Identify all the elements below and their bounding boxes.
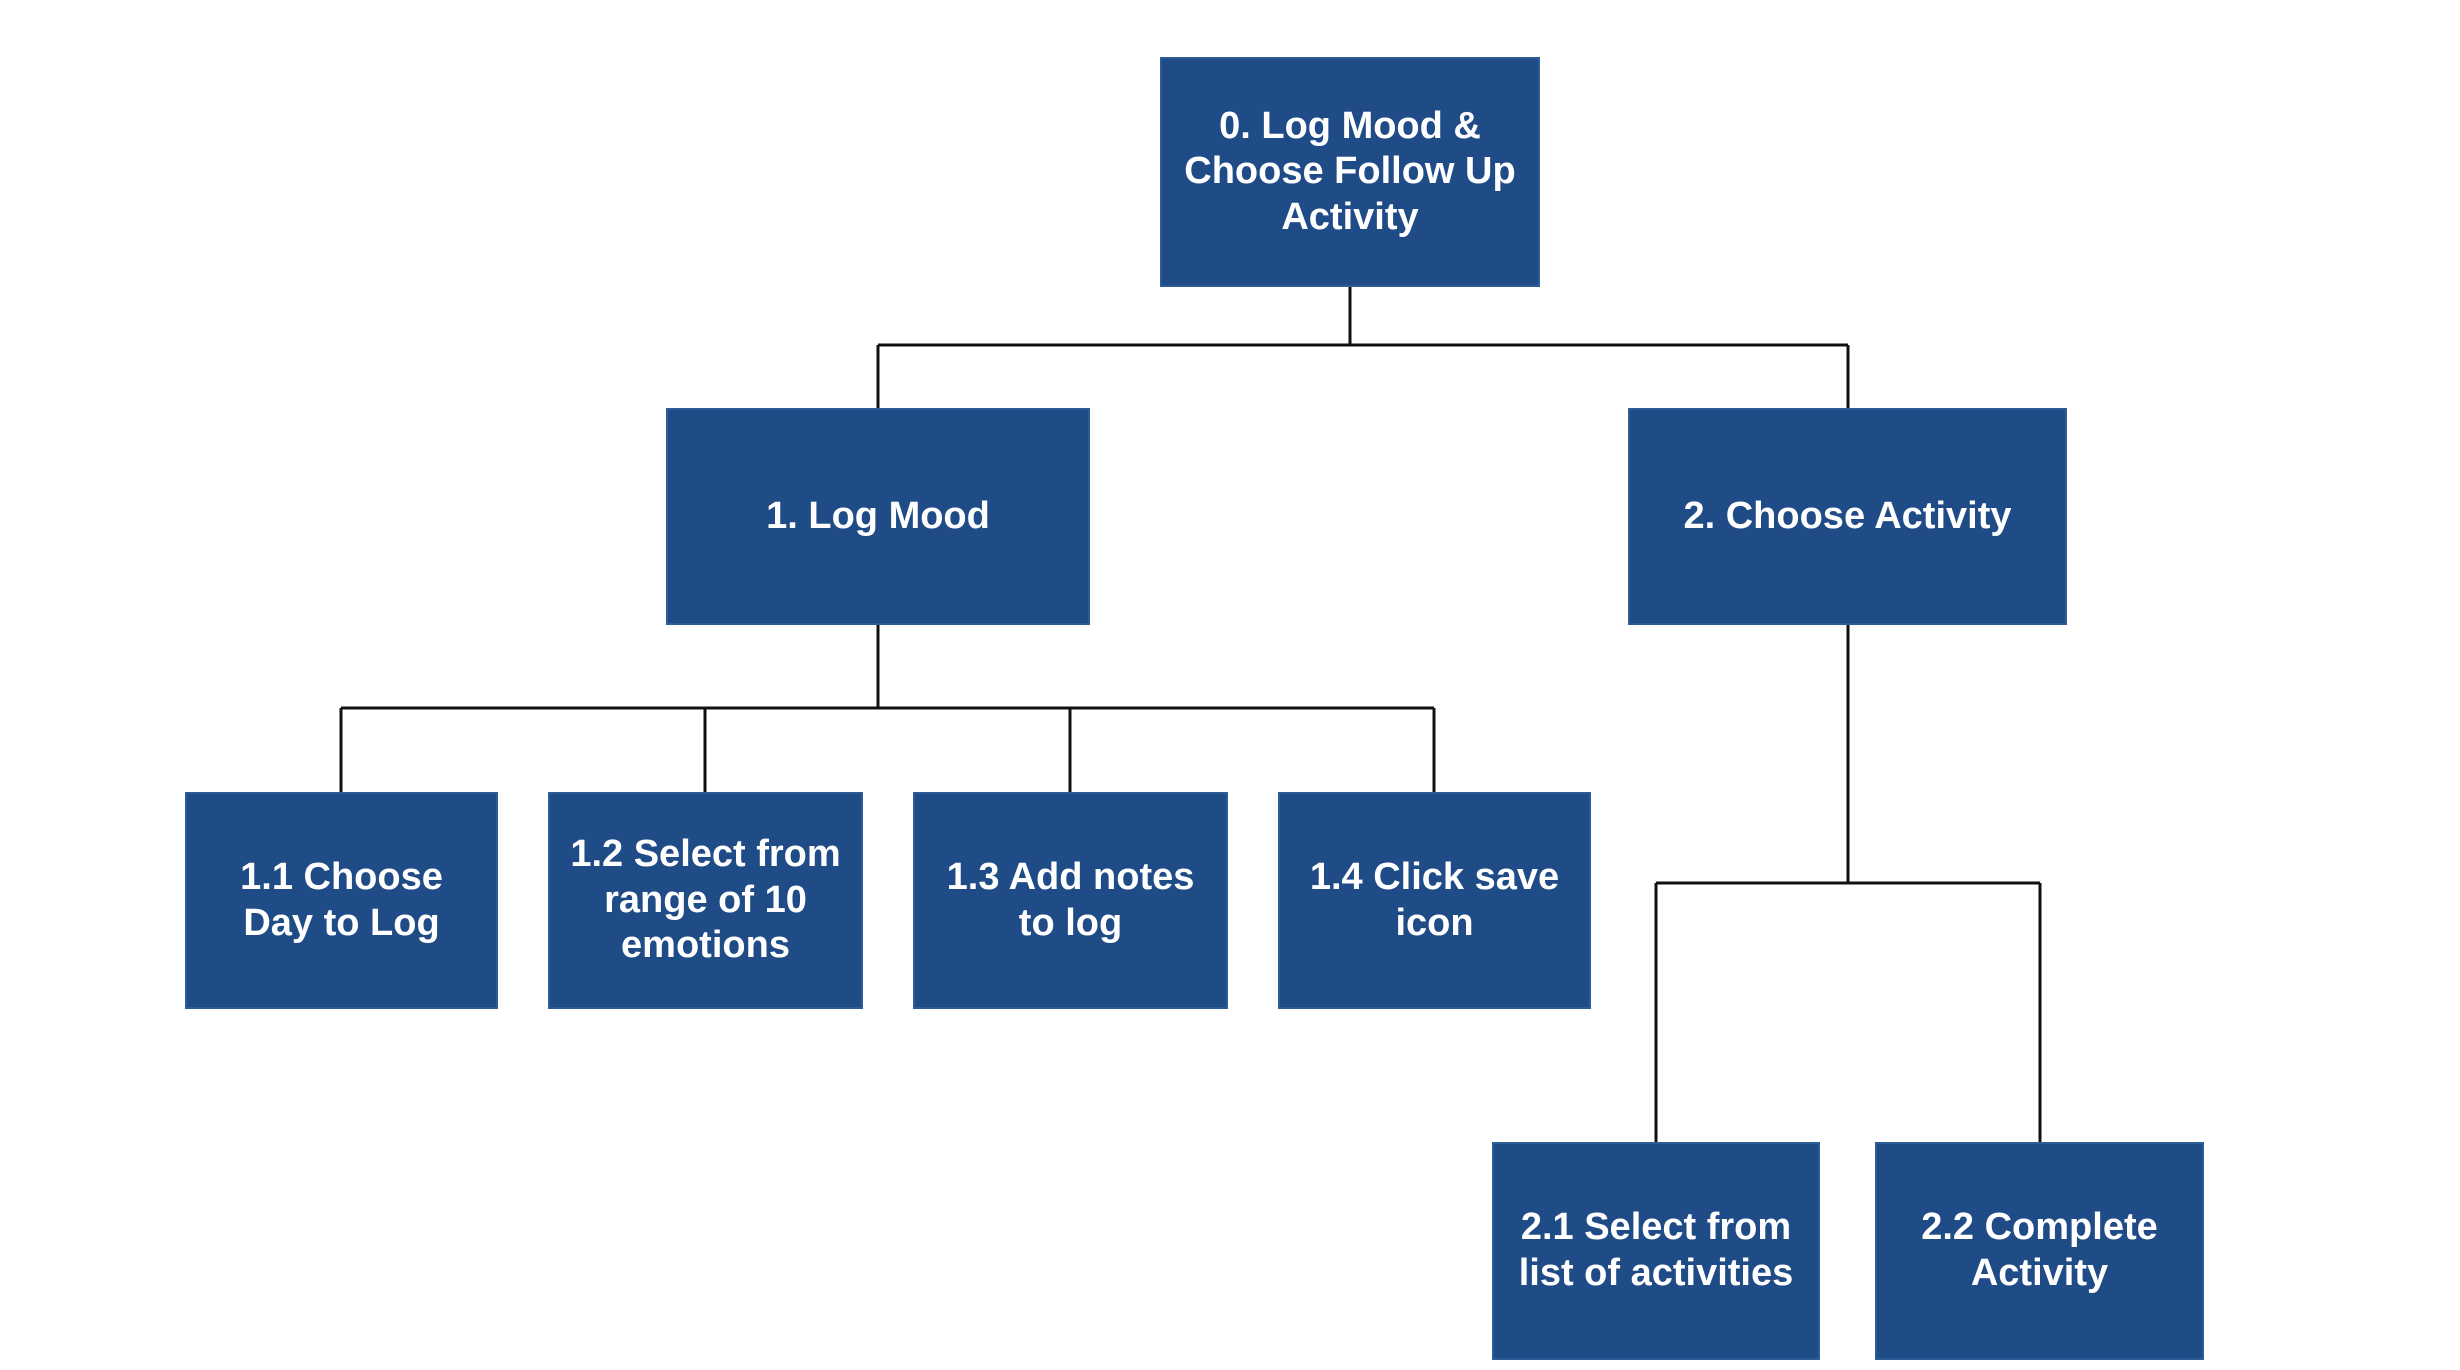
task-node-root: 0. Log Mood & Choose Follow Up Activity: [1160, 57, 1540, 287]
task-node-click-save: 1.4 Click save icon: [1278, 792, 1591, 1009]
task-node-select-emotion: 1.2 Select from range of 10 emotions: [548, 792, 863, 1009]
task-node-label: 2. Choose Activity: [1683, 494, 2012, 537]
task-node-choose-activity: 2. Choose Activity: [1628, 408, 2067, 625]
task-node-add-notes: 1.3 Add notes to log: [913, 792, 1228, 1009]
task-node-label: 2.2 Complete Activity: [1921, 1206, 2158, 1294]
task-node-label: 0. Log Mood & Choose Follow Up Activity: [1184, 104, 1516, 238]
task-node-select-activity: 2.1 Select from list of activities: [1492, 1142, 1820, 1360]
task-node-complete-activity: 2.2 Complete Activity: [1875, 1142, 2204, 1360]
task-node-label: 2.1 Select from list of activities: [1518, 1206, 1794, 1294]
task-node-log-mood: 1. Log Mood: [666, 408, 1090, 625]
task-node-label: 1.2 Select from range of 10 emotions: [570, 833, 841, 967]
task-node-choose-day: 1.1 Choose Day to Log: [185, 792, 498, 1009]
task-node-label: 1. Log Mood: [766, 494, 990, 537]
task-node-label: 1.3 Add notes to log: [946, 855, 1195, 944]
task-node-label: 1.4 Click save icon: [1309, 855, 1560, 944]
task-node-label: 1.1 Choose Day to Log: [240, 855, 443, 944]
